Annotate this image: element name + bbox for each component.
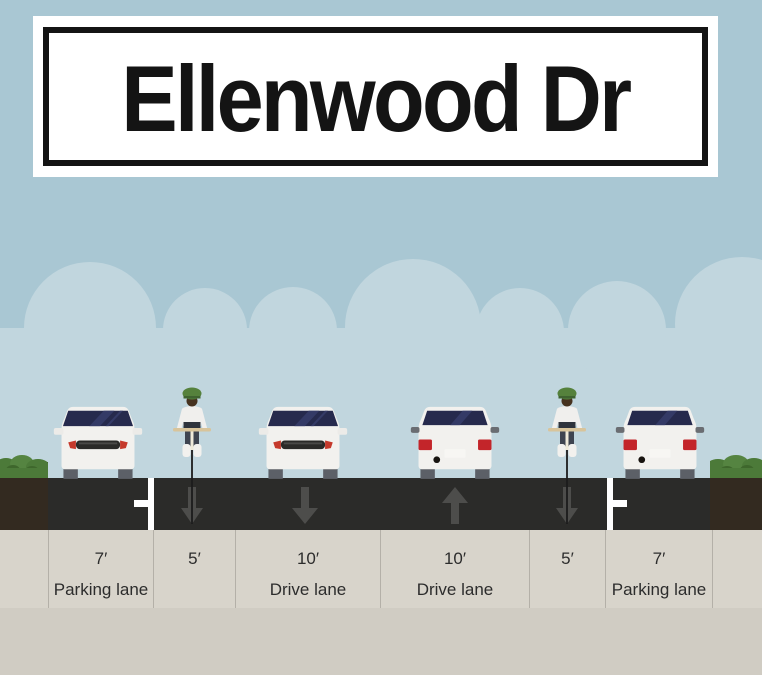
parked-car-rear-icon bbox=[615, 406, 705, 479]
road-surface bbox=[48, 478, 710, 530]
cloud-icon bbox=[249, 287, 337, 375]
parking-lane-tick-right bbox=[613, 500, 627, 507]
parking-lane-line-right bbox=[607, 478, 613, 530]
cloud-icon bbox=[568, 281, 666, 379]
street-name: Ellenwood Dr bbox=[121, 45, 632, 151]
down-arrow-icon bbox=[292, 487, 318, 524]
drive-lane-car-rear-icon bbox=[410, 406, 500, 479]
lane-cell-bike-left[interactable]: 5′ bbox=[153, 530, 235, 608]
lane-width-label: 7′ bbox=[652, 549, 666, 568]
edge-cell-right bbox=[712, 530, 762, 608]
cloud-icon bbox=[24, 262, 156, 394]
lane-cell-parking-left[interactable]: 7′ Parking lane bbox=[48, 530, 153, 608]
lane-width-label: 5′ bbox=[561, 549, 574, 568]
street-name-sign: Ellenwood Dr bbox=[33, 16, 718, 177]
up-arrow-icon bbox=[442, 487, 468, 524]
lane-cell-parking-right[interactable]: 7′ Parking lane bbox=[605, 530, 712, 608]
lane-width-label: 10′ bbox=[443, 549, 467, 568]
lane-width-label: 10′ bbox=[296, 549, 320, 568]
cloud-icon bbox=[476, 288, 564, 376]
lane-name-label: Drive lane bbox=[269, 580, 347, 599]
parking-lane-line-left bbox=[148, 478, 154, 530]
grass-icon bbox=[0, 455, 48, 478]
lane-name-label: Drive lane bbox=[416, 580, 494, 599]
lane-label-strip: 7′ Parking lane 5′ 10′ Drive lane 10′ Dr… bbox=[0, 530, 762, 608]
grass-icon bbox=[710, 455, 762, 478]
cyclist-icon bbox=[173, 387, 211, 524]
lower-background bbox=[0, 608, 762, 675]
lane-name-label: Parking lane bbox=[53, 580, 149, 599]
parked-car-front-icon bbox=[53, 406, 143, 479]
parking-lane-tick-left bbox=[134, 500, 148, 507]
cyclist-icon bbox=[548, 387, 586, 524]
lane-cell-bike-right[interactable]: 5′ bbox=[529, 530, 605, 608]
cloud-icon bbox=[345, 259, 481, 395]
edge-cell-left bbox=[0, 530, 48, 608]
lane-width-label: 7′ bbox=[94, 549, 108, 568]
drive-lane-car-front-icon bbox=[258, 406, 348, 479]
street-name-sign-border: Ellenwood Dr bbox=[43, 27, 708, 166]
lane-name-label: Parking lane bbox=[611, 580, 707, 599]
lane-cell-drive-inbound[interactable]: 10′ Drive lane bbox=[380, 530, 529, 608]
cloud-icon bbox=[163, 288, 247, 372]
lane-cell-drive-outbound[interactable]: 10′ Drive lane bbox=[235, 530, 380, 608]
lane-width-label: 5′ bbox=[188, 549, 201, 568]
